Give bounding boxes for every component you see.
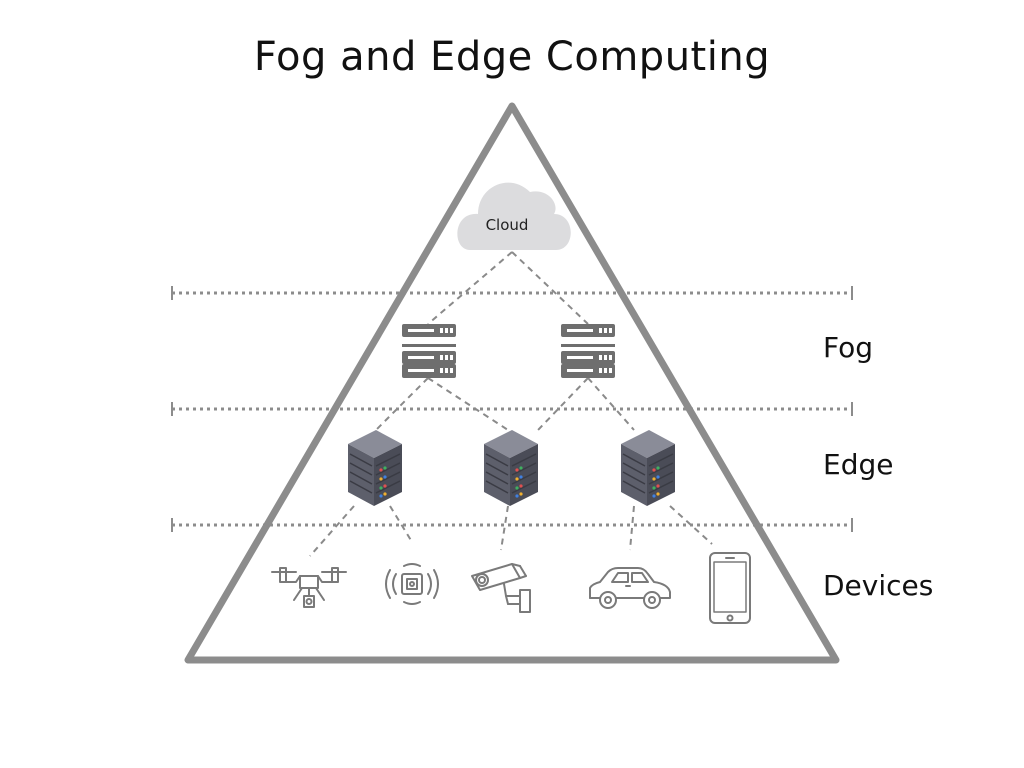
connector-fogright-edgecenter [537, 377, 589, 431]
connector-edgeright-car [629, 505, 635, 551]
connector-fogleft-edgeleft [375, 377, 429, 431]
pyramid-triangle [184, 102, 840, 664]
connector-fogright-edgeright [587, 377, 635, 431]
smartphone-icon [709, 552, 751, 624]
cloud-icon: Cloud [457, 182, 571, 250]
devices-row [271, 552, 751, 624]
server-tower-icon [484, 430, 538, 506]
layer-label-devices: Devices [823, 569, 934, 602]
connector-cloud-fog-right [511, 251, 589, 325]
connector-fogleft-edgecenter [427, 377, 509, 431]
drone-icon [271, 567, 347, 608]
edge-server-left [348, 430, 402, 506]
layer-label-edge: Edge [823, 448, 894, 481]
edge-server-right [621, 430, 675, 506]
connector-edgeleft-drone [309, 505, 355, 557]
page-title: Fog and Edge Computing [253, 34, 771, 80]
connector-cloud-fog-left [427, 251, 513, 325]
connector-edgeleft-sensor [389, 505, 413, 543]
fog-server-right [561, 324, 615, 378]
server-rack-icon [402, 324, 456, 378]
edge-server-center [484, 430, 538, 506]
security-camera-icon [471, 563, 531, 613]
server-rack-icon [561, 324, 615, 378]
connector-lines [309, 251, 713, 557]
layer-label-fog: Fog [823, 331, 874, 364]
server-tower-icon [348, 430, 402, 506]
connector-edgecenter-camera [500, 505, 509, 551]
iot-sensor-icon [385, 563, 439, 605]
connector-edgeright-phone [669, 505, 713, 545]
server-tower-icon [621, 430, 675, 506]
fog-server-left [402, 324, 456, 378]
cloud-label: Cloud [486, 216, 529, 234]
layer-dividers [171, 286, 853, 532]
car-icon [589, 567, 671, 609]
